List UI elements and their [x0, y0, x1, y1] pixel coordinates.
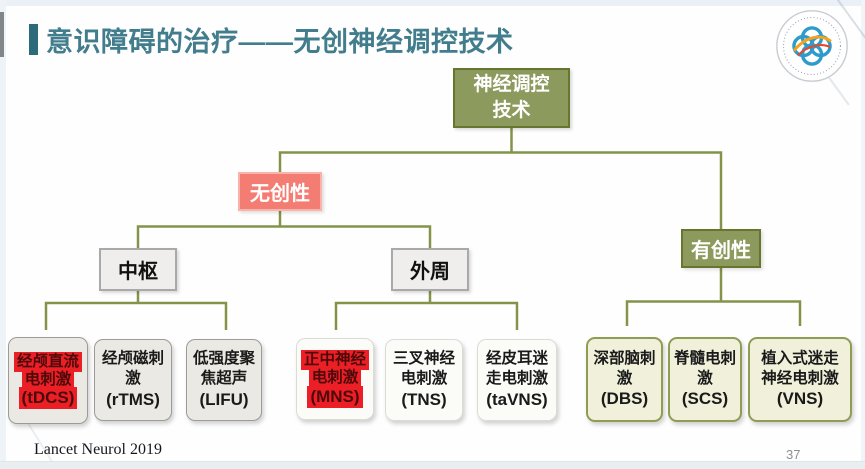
leaf-line: 走电刺激 — [485, 370, 548, 388]
frame-edge-right — [861, 0, 865, 469]
leaf-abbr: (MNS) — [307, 385, 363, 408]
leaf-line: 电刺激 — [400, 370, 448, 388]
leaf-tns: 三叉神经 电刺激 (TNS) — [385, 339, 463, 421]
leaf-line: 激 — [616, 369, 633, 387]
hospital-logo-icon — [776, 10, 848, 82]
leaf-line: 植入式迷走 — [761, 349, 839, 367]
leaf-line: 经颅磁刺 — [101, 350, 164, 368]
page-title: 意识障碍的治疗——无创神经调控技术 — [46, 27, 514, 57]
leaf-abbr: (VNS) — [776, 389, 824, 409]
leaf-abbr: (SCS) — [681, 389, 729, 409]
frame-edge-left — [0, 0, 6, 469]
leaf-line: 电刺激 — [308, 368, 362, 388]
leaf-abbr: (DBS) — [600, 389, 649, 409]
leaf-abbr: (TNS) — [401, 389, 447, 409]
footer-strip — [0, 461, 865, 469]
leaf-rtms: 经颅磁刺 激 (rTMS) — [94, 339, 172, 421]
leaf-scs: 脊髓电刺 激 (SCS) — [668, 337, 742, 422]
leaf-line: 激 — [125, 370, 141, 388]
leaf-line: 电刺激 — [21, 369, 75, 390]
title-accent-bar — [29, 24, 38, 55]
leaf-vns: 植入式迷走 神经电刺激 (VNS) — [748, 337, 852, 422]
leaf-abbr: (taVNS) — [486, 389, 548, 409]
node-invasive: 有创性 — [681, 229, 761, 268]
leaf-line: 深部脑刺 — [593, 349, 656, 367]
leaf-abbr: (rTMS) — [106, 389, 160, 409]
leaf-line: 激 — [697, 369, 713, 387]
leaf-abbr: (LIFU) — [199, 389, 249, 409]
leaf-tavns: 经皮耳迷 走电刺激 (taVNS) — [477, 339, 557, 421]
leaf-line: 正中神经 — [300, 350, 369, 371]
node-label: 神经调控 — [473, 74, 550, 96]
title-block: 意识障碍的治疗——无创神经调控技术 — [29, 20, 514, 59]
leaf-dbs: 深部脑刺 激 (DBS) — [586, 337, 663, 422]
node-neuromodulation-root: 神经调控 技术 — [453, 68, 570, 128]
page-number: 37 — [786, 447, 801, 462]
leaf-line: 神经电刺激 — [761, 369, 839, 387]
leaf-line: 低强度聚 — [192, 350, 255, 368]
leaf-tdcs: 经颅直流 电刺激 (tDCS) — [8, 337, 88, 424]
node-central: 中枢 — [99, 248, 177, 291]
leaf-lifu: 低强度聚 焦超声 (LIFU) — [186, 339, 262, 421]
leaf-abbr: (tDCS) — [18, 387, 78, 410]
frame-artifact — [0, 12, 4, 57]
citation-text: Lancet Neurol 2019 — [34, 441, 162, 458]
node-label: 技术 — [492, 100, 531, 121]
leaf-line: 经颅直流 — [13, 351, 82, 372]
leaf-line: 经皮耳迷 — [485, 350, 548, 368]
leaf-line: 脊髓电刺 — [673, 349, 736, 367]
node-peripheral: 外周 — [391, 248, 469, 291]
leaf-line: 三叉神经 — [392, 350, 455, 368]
leaf-mns: 正中神经 电刺激 (MNS) — [296, 338, 374, 420]
node-noninvasive: 无创性 — [238, 172, 322, 211]
frame-edge-top — [0, 0, 865, 6]
leaf-line: 焦超声 — [200, 370, 248, 388]
